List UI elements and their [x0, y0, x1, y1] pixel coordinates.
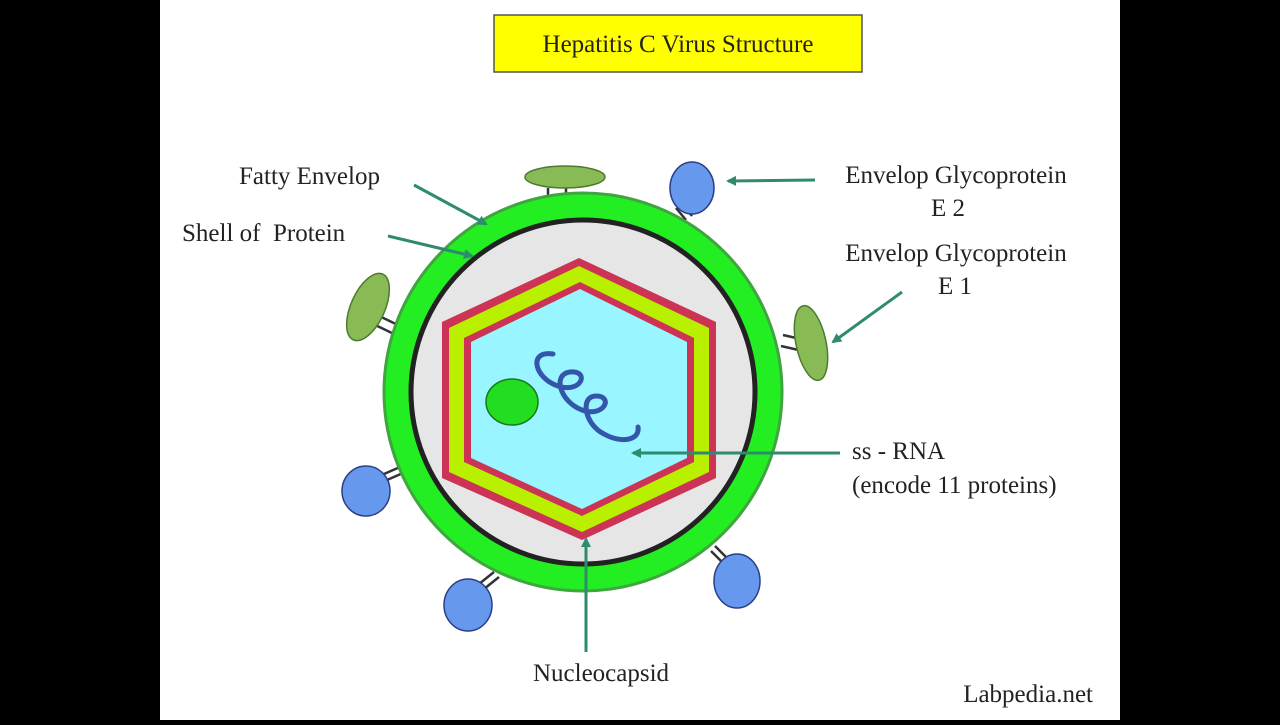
label-ss-rna: ss - RNA	[852, 438, 945, 465]
core-protein-blob	[485, 378, 539, 426]
virus-diagram: Hepatitis C Virus Structure	[182, 14, 1093, 708]
arrow-fatty-envelop	[413, 183, 488, 226]
glycoprotein-e2-bottom-left	[443, 578, 493, 632]
label-fatty-envelop: Fatty Envelop	[239, 163, 380, 190]
label-glycoprotein-e2: Envelop Glycoprotein	[845, 162, 1067, 189]
label-glycoprotein-e1: Envelop Glycoprotein	[845, 240, 1067, 267]
ss-rna-strand	[534, 351, 641, 443]
label-glycoprotein-e2-sub: E 2	[931, 195, 965, 222]
glycoprotein-e1-top	[524, 165, 606, 189]
label-nucleocapsid: Nucleocapsid	[533, 660, 670, 687]
arrow-glycoprotein-e1	[831, 290, 903, 344]
glycoprotein-e1-left	[345, 272, 391, 342]
slide: Hepatitis C Virus Structure	[160, 0, 1120, 720]
glycoprotein-e2-left	[341, 465, 391, 517]
label-ss-rna-sub: (encode 11 proteins)	[852, 472, 1057, 499]
label-shell-of-protein: Shell of Protein	[182, 220, 346, 247]
diagram-title: Hepatitis C Virus Structure	[543, 31, 814, 58]
label-glycoprotein-e1-sub: E 1	[938, 273, 972, 300]
arrow-glycoprotein-e2	[726, 175, 816, 186]
title-box	[493, 14, 863, 73]
arrow-shell-of-protein	[387, 234, 474, 260]
pointer-arrows	[387, 175, 903, 652]
glycoprotein-e2-top	[669, 161, 715, 215]
glycoprotein-e2-bottom-right	[713, 553, 761, 609]
glycoprotein-e1-right	[793, 304, 829, 382]
watermark: Labpedia.net	[963, 681, 1093, 708]
